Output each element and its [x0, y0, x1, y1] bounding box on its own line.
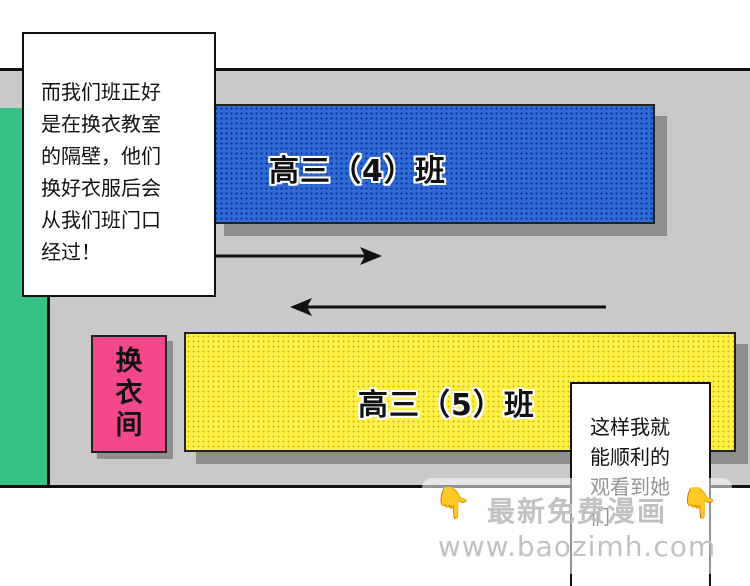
arrow-left-icon: [290, 298, 606, 316]
watermark-title: 最新免费漫画: [486, 495, 667, 528]
pointing-down-hand-icon: 👇: [434, 486, 472, 521]
narration-line: 从我们班门口: [41, 208, 161, 232]
changing-room-char: 间: [115, 410, 143, 441]
pointing-down-hand-icon: 👇: [680, 486, 718, 521]
watermark: 👇 最新免费漫画 👇 www.baozimh.com: [422, 478, 732, 574]
narration-line: 的隔壁，他们: [41, 144, 161, 168]
changing-room-char: 衣: [115, 378, 143, 409]
narration-line: 是在换衣教室: [41, 112, 161, 136]
classroom-5-label: 高三（5）班: [358, 388, 535, 423]
watermark-url[interactable]: www.baozimh.com: [437, 530, 717, 563]
narration-line: 能顺利的: [590, 445, 670, 469]
narration-box-top: 而我们班正好 是在换衣教室 的隔壁，他们 换好衣服后会 从我们班门口 经过！: [22, 32, 216, 297]
narration-line: 换好衣服后会: [41, 176, 161, 200]
narration-line: 而我们班正好: [41, 80, 161, 104]
arrow-right-icon: [210, 247, 382, 265]
narration-line: 这样我就: [590, 415, 670, 439]
changing-room-char: 换: [115, 346, 143, 377]
changing-room: 换 衣 间: [91, 335, 167, 453]
classroom-4-label: 高三（4）班: [269, 154, 446, 189]
classroom-4: 高三（4）班: [212, 104, 655, 224]
narration-line: 经过！: [41, 240, 101, 264]
